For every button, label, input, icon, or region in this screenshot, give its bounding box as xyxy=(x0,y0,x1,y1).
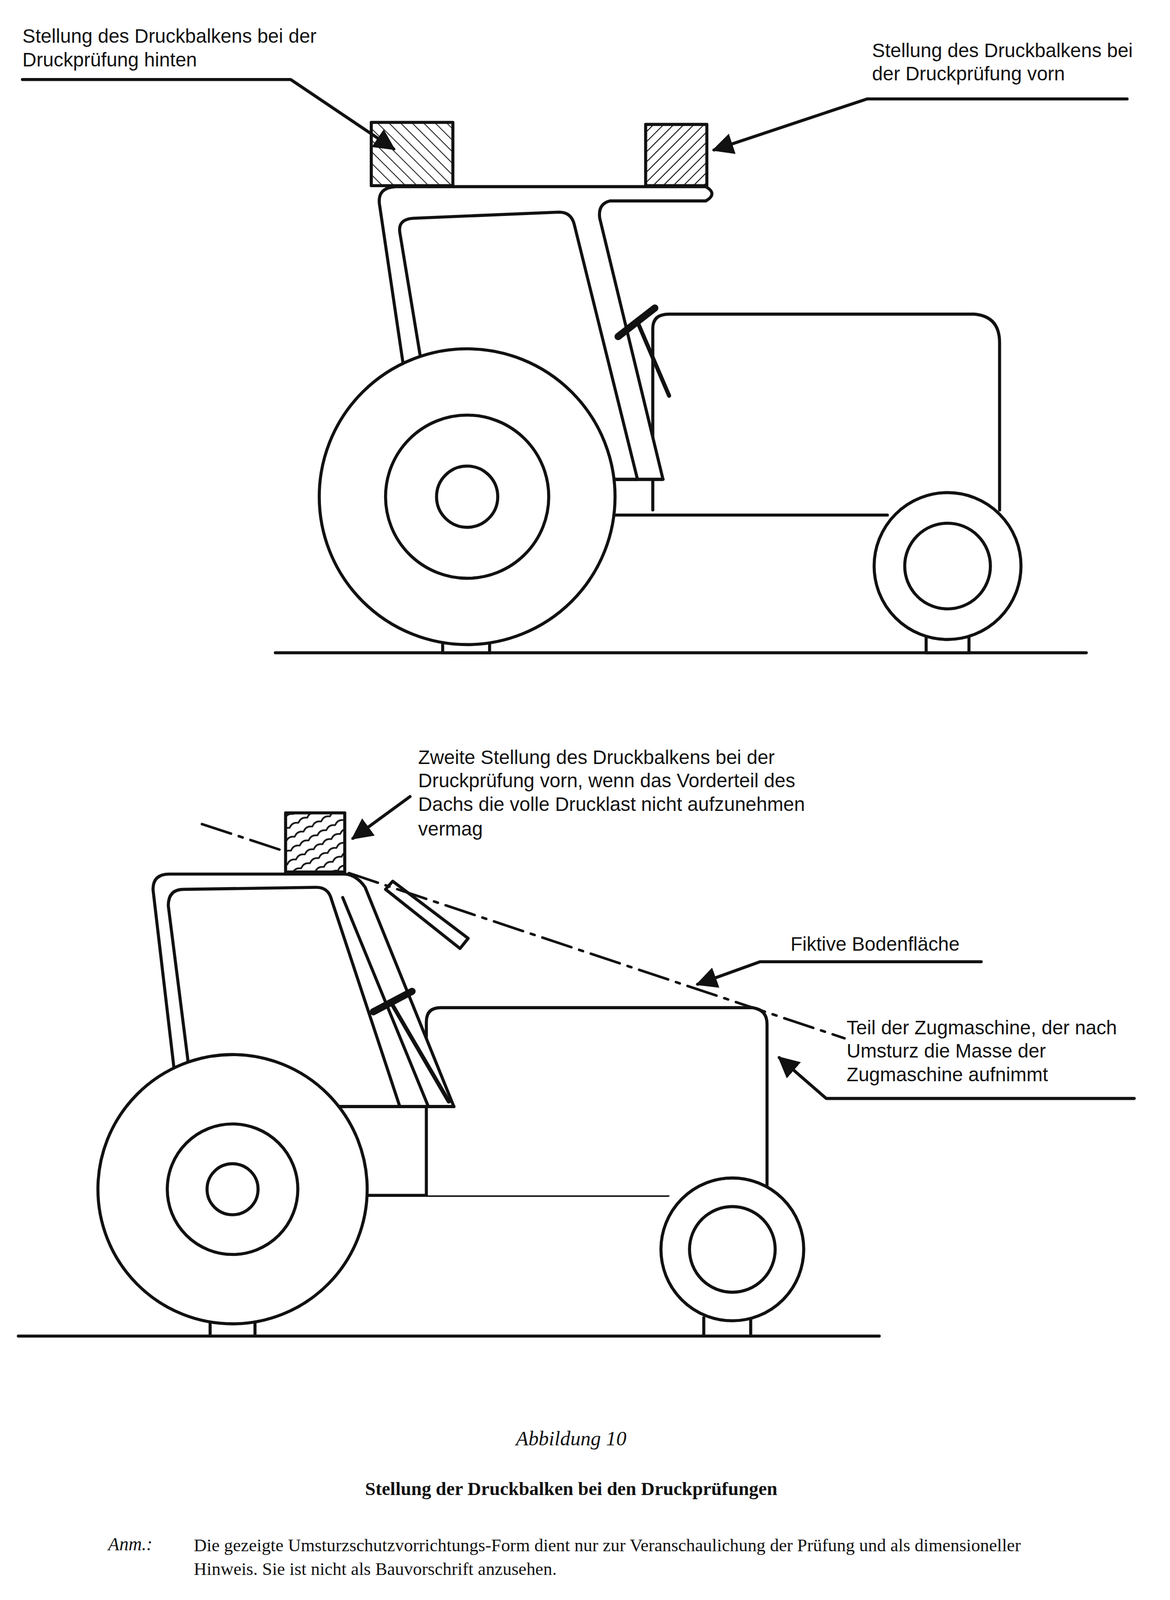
figure-number: Abbildung 10 xyxy=(0,1425,1143,1452)
leader-line xyxy=(22,79,394,149)
front-wheel xyxy=(874,492,1021,640)
callout-label: Zweite Stellung des Druckbalkens bei der… xyxy=(418,745,847,841)
rear-wheel xyxy=(319,348,615,645)
fictive-ground-line xyxy=(348,873,845,1039)
rim xyxy=(167,1124,298,1255)
rear-wheel xyxy=(98,1054,368,1325)
pressure-beam xyxy=(645,124,707,186)
rim xyxy=(904,523,991,609)
callout-label: Teil der Zugmaschine, der nach Umsturz d… xyxy=(846,1015,1148,1087)
rim xyxy=(689,1206,775,1293)
steering-column xyxy=(391,1003,449,1102)
upper-tractor xyxy=(22,79,1127,653)
pressure-beam xyxy=(285,812,345,872)
hood xyxy=(652,313,1000,510)
steering-column xyxy=(638,324,670,396)
hub xyxy=(436,466,498,528)
hood xyxy=(426,1007,767,1196)
pressure-beam xyxy=(371,122,453,186)
callout-label: Fiktive Bodenfläche xyxy=(790,932,960,956)
front-wheel xyxy=(660,1177,804,1321)
callout-label: Stellung des Druckbalkens bei der Druckp… xyxy=(22,24,319,72)
leader-line xyxy=(697,961,981,985)
hub xyxy=(207,1163,259,1216)
note-prefix: Anm.: xyxy=(108,1534,153,1557)
chassis xyxy=(612,513,888,517)
steering-wheel xyxy=(618,307,655,337)
cab-pillar xyxy=(342,897,429,1107)
leader-line xyxy=(713,98,1127,151)
figure-caption: Stellung der Druckbalken bei den Druckpr… xyxy=(0,1477,1143,1502)
windscreen-visor xyxy=(385,881,469,949)
fictive-ground-line xyxy=(202,823,280,850)
note-text: Die gezeigte Umsturzschutzvorrichtungs-F… xyxy=(193,1534,1061,1581)
leader-line xyxy=(352,796,411,839)
callout-label: Stellung des Druckbalkens bei der Druckp… xyxy=(872,38,1146,86)
rim xyxy=(385,415,549,579)
